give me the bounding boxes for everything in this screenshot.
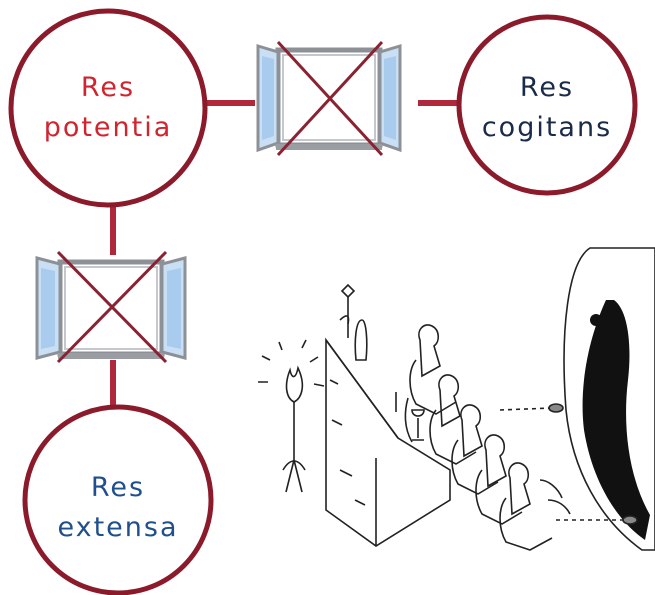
node-label-line: Res [91,472,145,503]
node-label-line: cogitans [482,112,612,143]
wall-shadows [582,300,650,540]
prisoners [409,324,571,551]
chains [499,403,638,525]
node-label-line: potentia [44,112,173,143]
cave-allegory-illustration [258,247,655,551]
carried-objects [339,283,425,443]
node-label-line: Res [520,72,574,103]
node-res-potentia: Res potentia [8,8,208,208]
node-res-extensa: Res extensa [22,404,214,595]
fire-stand [258,339,325,493]
node-label-line: Res [81,72,135,103]
closed-window-icon [256,40,402,157]
parapet-wall [325,337,451,547]
closed-window-icon [35,250,187,364]
node-res-cogitans: Res cogitans [456,14,638,196]
node-label-line: extensa [57,512,178,543]
